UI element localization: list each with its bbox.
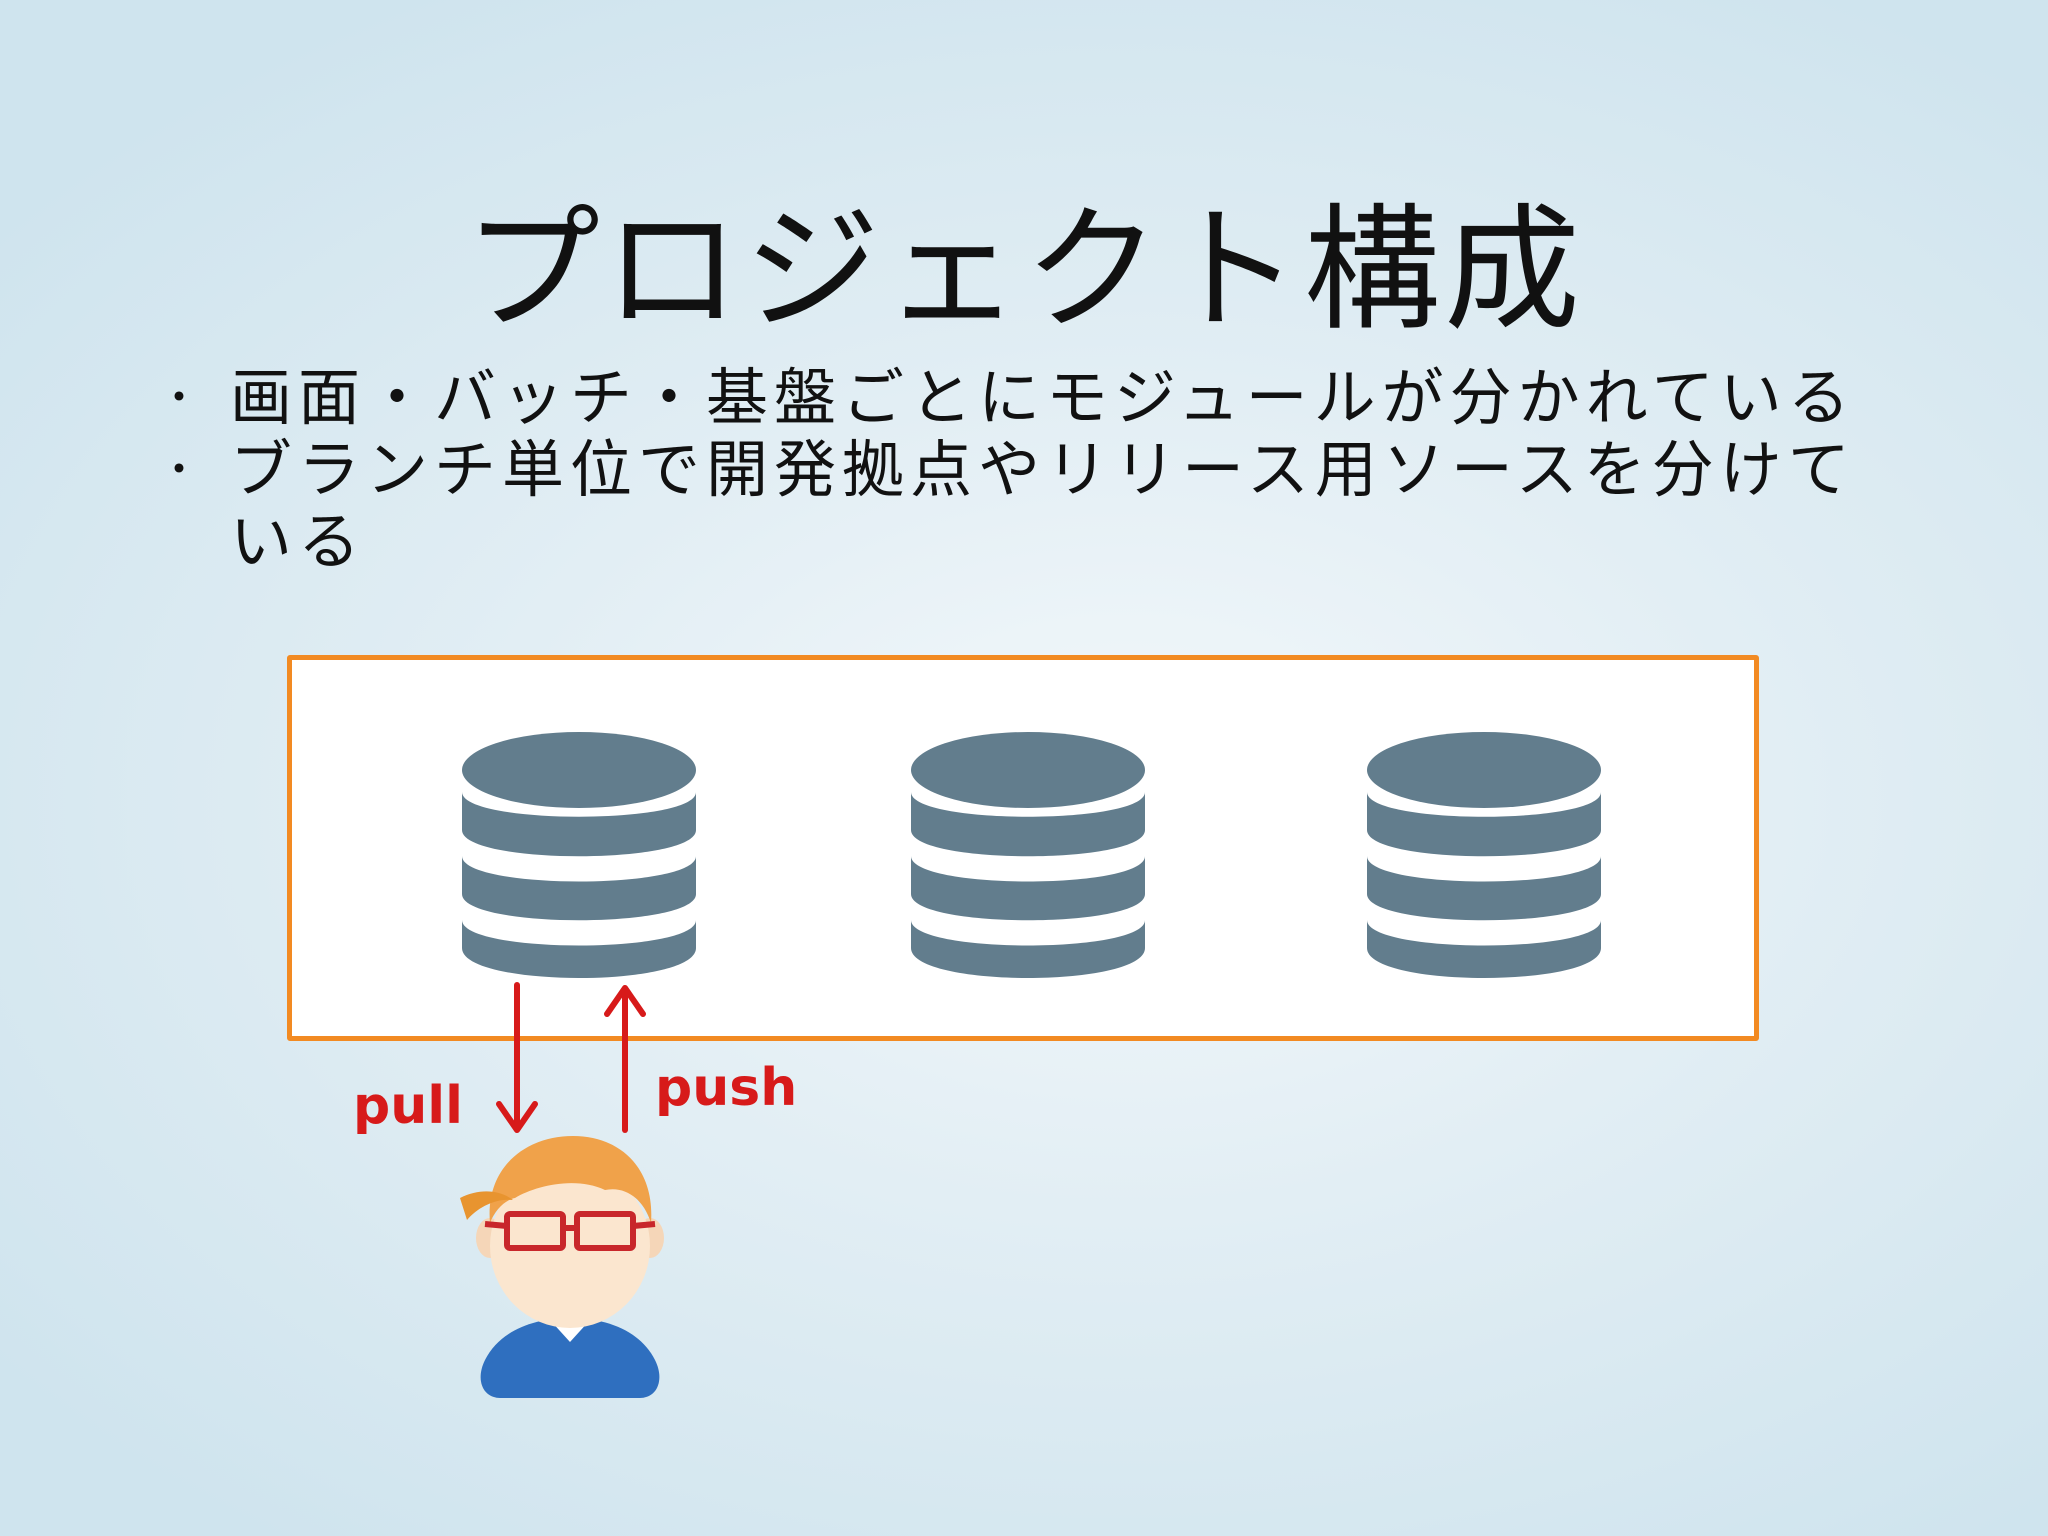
slide-title: プロジェクト構成 — [464, 192, 1584, 350]
bullet-marker: ・ — [158, 445, 207, 494]
pull-label: pull — [353, 1076, 463, 1136]
bullet-text: ブランチ単位で開発拠点やリリース用ソースを分けている — [230, 433, 1856, 578]
database-icon — [462, 732, 696, 978]
push-label: push — [655, 1058, 798, 1118]
repository-frame — [287, 655, 1759, 1041]
bullet-marker: ・ — [158, 373, 207, 422]
database-icon — [1367, 732, 1601, 978]
bullet-list: ・ 画面・バッチ・基盤ごとにモジュールが分かれている ・ ブランチ単位で開発拠点… — [158, 362, 1918, 578]
bullet-text: 画面・バッチ・基盤ごとにモジュールが分かれている — [230, 361, 1856, 434]
developer-avatar-icon — [460, 1136, 664, 1398]
database-icon — [911, 732, 1145, 978]
bullet-item-modules: ・ 画面・バッチ・基盤ごとにモジュールが分かれている — [158, 362, 1918, 434]
bullet-item-branches: ・ ブランチ単位で開発拠点やリリース用ソースを分けている — [158, 434, 1918, 578]
